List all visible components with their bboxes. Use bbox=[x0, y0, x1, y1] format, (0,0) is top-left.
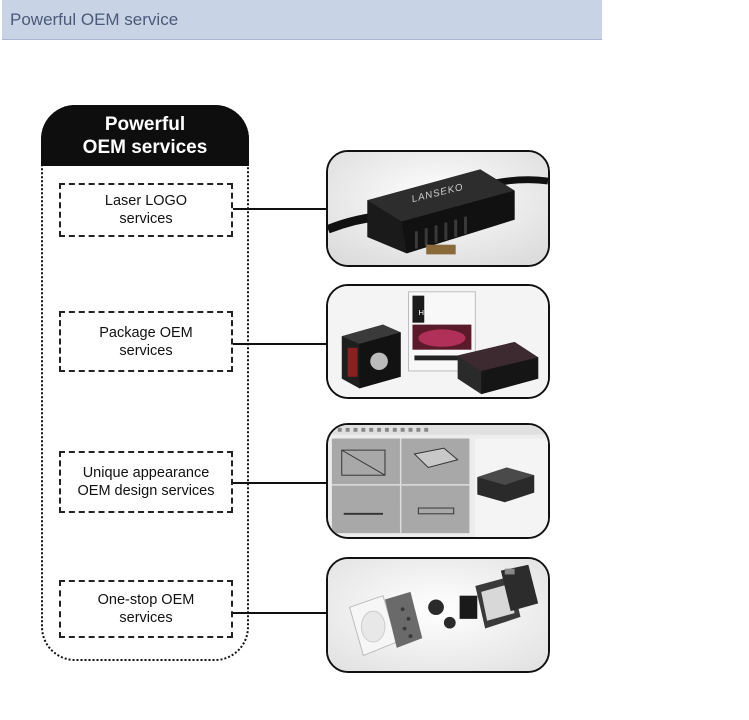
service-label-line2: services bbox=[119, 610, 173, 626]
service-laser-logo: Laser LOGO services bbox=[59, 183, 233, 237]
service-label-line1: Package OEM bbox=[99, 324, 193, 341]
laser-logo-device-photo: LANSEKO bbox=[326, 150, 550, 267]
connector-line bbox=[233, 343, 328, 345]
service-label-line2: services bbox=[119, 211, 173, 227]
exploded-parts-photo bbox=[326, 557, 550, 673]
connector-line bbox=[233, 208, 328, 210]
panel-heading-line2: OEM services bbox=[82, 136, 208, 158]
service-label-line1: Unique appearance bbox=[82, 465, 210, 481]
panel-heading-line1: Powerful bbox=[104, 113, 186, 135]
cad-design-photo bbox=[326, 423, 550, 539]
section-title: Powerful OEM service bbox=[10, 9, 179, 29]
panel-heading: Powerful OEM services bbox=[41, 105, 249, 166]
service-one-stop: One-stop OEM services bbox=[59, 580, 233, 638]
box-label: HID bbox=[418, 308, 432, 317]
service-package-oem: Package OEM services bbox=[59, 311, 233, 372]
connector-line bbox=[233, 612, 328, 614]
oem-services-panel: Powerful OEM services bbox=[41, 105, 249, 661]
package-boxes-photo: HID bbox=[326, 284, 550, 399]
section-header: Powerful OEM service bbox=[2, 0, 602, 40]
service-label-line2: services bbox=[119, 342, 173, 359]
service-label-line1: One-stop OEM bbox=[97, 592, 195, 608]
service-label-line1: Laser LOGO bbox=[104, 193, 188, 209]
connector-line bbox=[233, 482, 328, 484]
service-unique-appearance: Unique appearance OEM design services bbox=[59, 451, 233, 513]
service-label-line2: OEM design services bbox=[77, 483, 215, 499]
